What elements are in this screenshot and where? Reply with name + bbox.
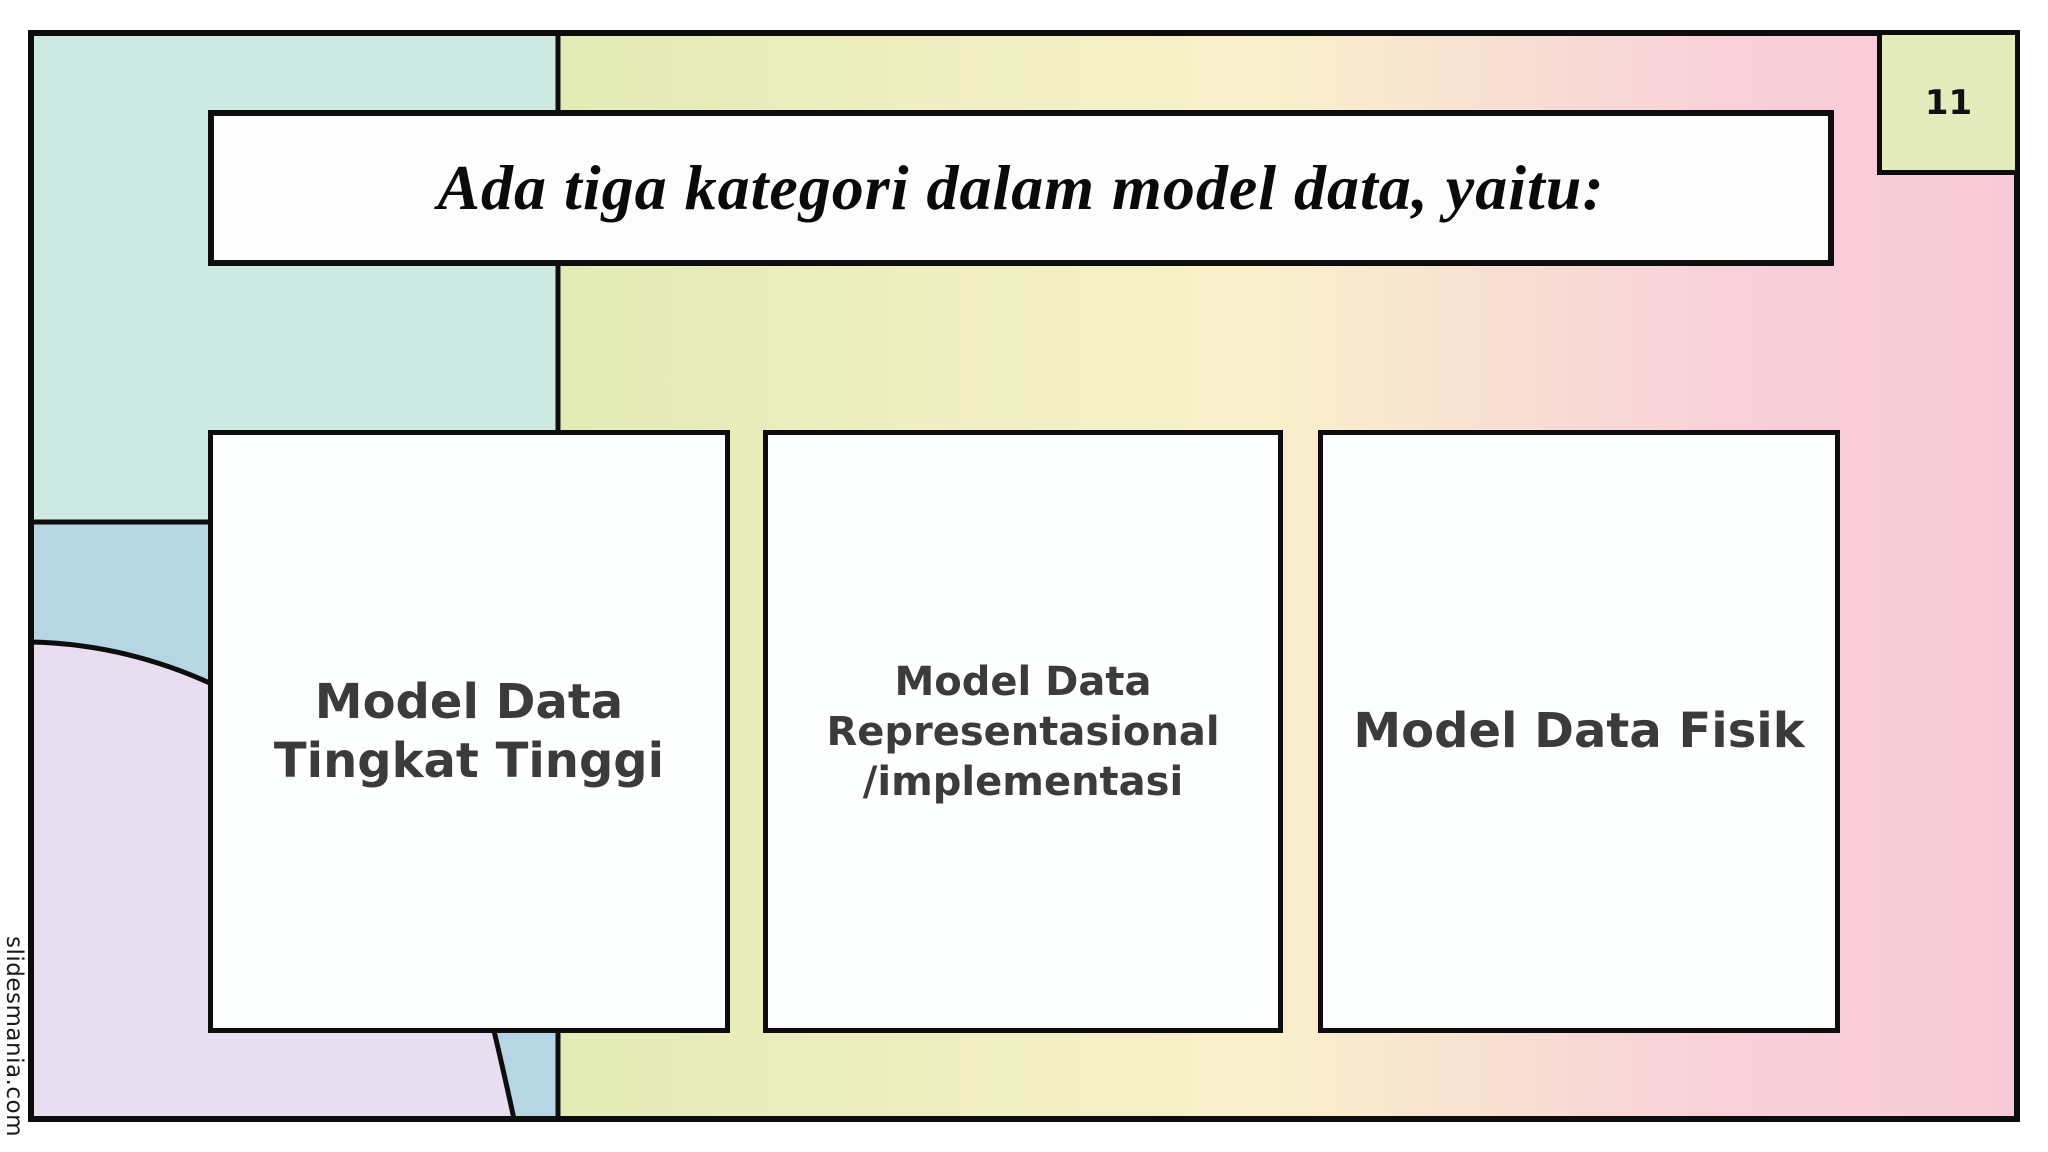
card-label: Model Data Fisik xyxy=(1353,703,1805,760)
page-number-badge: 11 xyxy=(1877,30,2020,175)
page-number: 11 xyxy=(1924,82,1973,123)
card-label: Model Data Tingkat Tinggi xyxy=(273,673,665,789)
title-box: Ada tiga kategori dalam model data, yait… xyxy=(208,110,1834,266)
card-label: Model Data Representasional /implementas… xyxy=(826,658,1220,805)
card-model-data-representasional: Model Data Representasional /implementas… xyxy=(763,430,1283,1033)
card-model-data-tingkat-tinggi: Model Data Tingkat Tinggi xyxy=(208,430,730,1033)
watermark-slidesmania: slidesmania.com xyxy=(1,936,27,1137)
card-model-data-fisik: Model Data Fisik xyxy=(1318,430,1840,1033)
slide-frame-border xyxy=(28,30,2020,1122)
slide-title: Ada tiga kategori dalam model data, yait… xyxy=(437,152,1605,223)
